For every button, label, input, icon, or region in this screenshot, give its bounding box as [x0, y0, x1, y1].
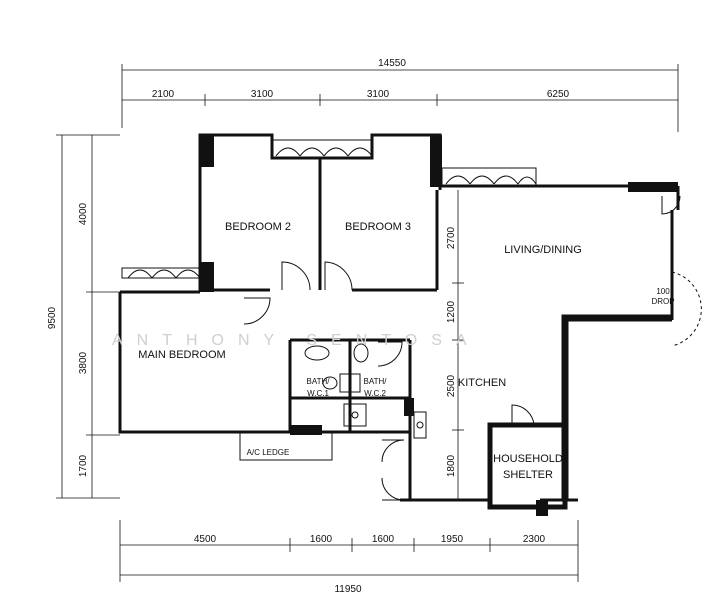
- doors: [243, 195, 702, 501]
- left-dimension-2: 3800: [78, 351, 89, 374]
- label-bath-2-line-1: BATH/: [364, 377, 388, 386]
- label-bath-1-line-1: BATH/: [307, 377, 331, 386]
- label-drop-line-1: 100: [656, 287, 670, 296]
- left-dimension-lines: [56, 134, 120, 499]
- inner-dimension-2: 1200: [446, 300, 457, 323]
- left-dimension-3: 1700: [78, 454, 89, 477]
- bottom-dimension-4: 1950: [441, 534, 464, 545]
- inner-dimension-4: 1800: [446, 454, 457, 477]
- inner-dimension-3: 2500: [446, 374, 457, 397]
- top-dimension-3: 3100: [367, 89, 390, 100]
- bottom-total-dimension: 11950: [334, 584, 362, 595]
- label-household-shelter-line-2: SHELTER: [503, 469, 553, 481]
- bottom-dimension-5: 2300: [523, 534, 546, 545]
- left-total-dimension: 9500: [47, 306, 58, 329]
- columns: [200, 135, 678, 516]
- top-dimension-2: 3100: [251, 89, 274, 100]
- bottom-dimension-3: 1600: [372, 534, 395, 545]
- label-ac-ledge: A/C LEDGE: [247, 448, 290, 457]
- inner-dimension-lines: [452, 190, 464, 500]
- watermark: ANTHONY SENTOSA: [112, 332, 481, 349]
- bathroom-fixtures: [304, 343, 427, 439]
- label-drop-line-2: DROP: [651, 297, 674, 306]
- bottom-dimension-2: 1600: [310, 534, 333, 545]
- windows: [121, 139, 537, 279]
- top-dimension-4: 6250: [547, 89, 570, 100]
- top-total-dimension: 14550: [378, 58, 406, 69]
- top-dimension-lines: [121, 64, 679, 132]
- inner-dimension-1: 2700: [446, 226, 457, 249]
- label-bedroom-3: BEDROOM 3: [345, 221, 411, 233]
- bottom-dimension-lines: [119, 520, 579, 582]
- label-kitchen: KITCHEN: [458, 377, 506, 389]
- left-dimension-1: 4000: [78, 202, 89, 225]
- label-living-dining: LIVING/DINING: [504, 244, 582, 256]
- label-main-bedroom: MAIN BEDROOM: [138, 349, 225, 361]
- label-bath-1-line-2: W.C.1: [307, 389, 329, 398]
- label-bedroom-2: BEDROOM 2: [225, 221, 291, 233]
- bottom-dimension-1: 4500: [194, 534, 217, 545]
- label-bath-2-line-2: W.C.2: [364, 389, 386, 398]
- walls: [118, 133, 680, 510]
- label-household-shelter-line-1: HOUSEHOLD: [493, 453, 563, 465]
- top-dimension-1: 2100: [152, 89, 175, 100]
